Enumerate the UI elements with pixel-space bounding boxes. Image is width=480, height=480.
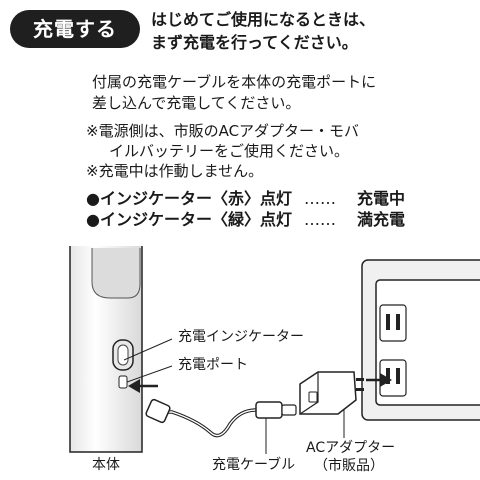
indicator-red-label: ●インジケーター〈赤〉点灯 <box>86 189 292 208</box>
indicator-legend: ●インジケーター〈赤〉点灯 …… 充電中 ●インジケーター〈緑〉点灯 …… 満充… <box>86 188 405 230</box>
indicator-row-green: ●インジケーター〈緑〉点灯 …… 満充電 <box>86 209 405 230</box>
adapter-sublabel: （市販品） <box>314 458 384 474</box>
wall-outlet <box>361 259 480 421</box>
plug-in-arrow-left <box>128 379 158 393</box>
instruction-line-2: 差し込んで充電してください。 <box>92 94 301 112</box>
indicator-red-dots: …… <box>304 189 336 208</box>
indicator-red-state: 充電中 <box>357 189 406 208</box>
indicator-leader-line <box>123 338 173 361</box>
adapter-label: ACアダプター <box>306 440 396 456</box>
charging-cable <box>145 398 297 438</box>
ac-adapter <box>299 371 364 415</box>
note-power-source: ※電源側は、市販のACアダプター・モバ <box>86 122 360 140</box>
note-not-operable: ※充電中は作動しません。 <box>86 162 264 180</box>
indicator-green-state: 満充電 <box>357 210 406 229</box>
notes-block: ※電源側は、市販のACアダプター・モバ イルバッテリーをご使用ください。 ※充電… <box>86 121 359 181</box>
intro-heading-line-1: はじめてご使用になるときは、 <box>151 10 376 29</box>
plug-in-arrow-right <box>366 373 392 387</box>
intro-heading-line-2: まず充電を行ってください。 <box>151 33 358 52</box>
cable-label: 充電ケーブル <box>212 457 296 473</box>
indicator-green-label: ●インジケーター〈緑〉点灯 <box>86 210 292 229</box>
body-label: 本体 <box>92 457 120 473</box>
indicator-callout-label: 充電インジケーター <box>178 329 304 345</box>
instruction-line-1: 付属の充電ケーブルを本体の充電ポートに <box>92 73 377 91</box>
indicator-green-dots: …… <box>304 210 336 229</box>
port-leader-line <box>126 365 173 383</box>
charging-badge: 充電する <box>10 10 140 48</box>
product-body <box>69 246 143 453</box>
port-callout-label: 充電ポート <box>178 357 248 373</box>
intro-heading: はじめてご使用になるときは、 まず充電を行ってください。 <box>151 8 375 54</box>
indicator-row-red: ●インジケーター〈赤〉点灯 …… 充電中 <box>86 188 405 209</box>
instruction-paragraph: 付属の充電ケーブルを本体の充電ポートに 差し込んで充電してください。 <box>92 72 376 114</box>
note-power-source-continued: イルバッテリーをご使用ください。 <box>109 142 350 160</box>
